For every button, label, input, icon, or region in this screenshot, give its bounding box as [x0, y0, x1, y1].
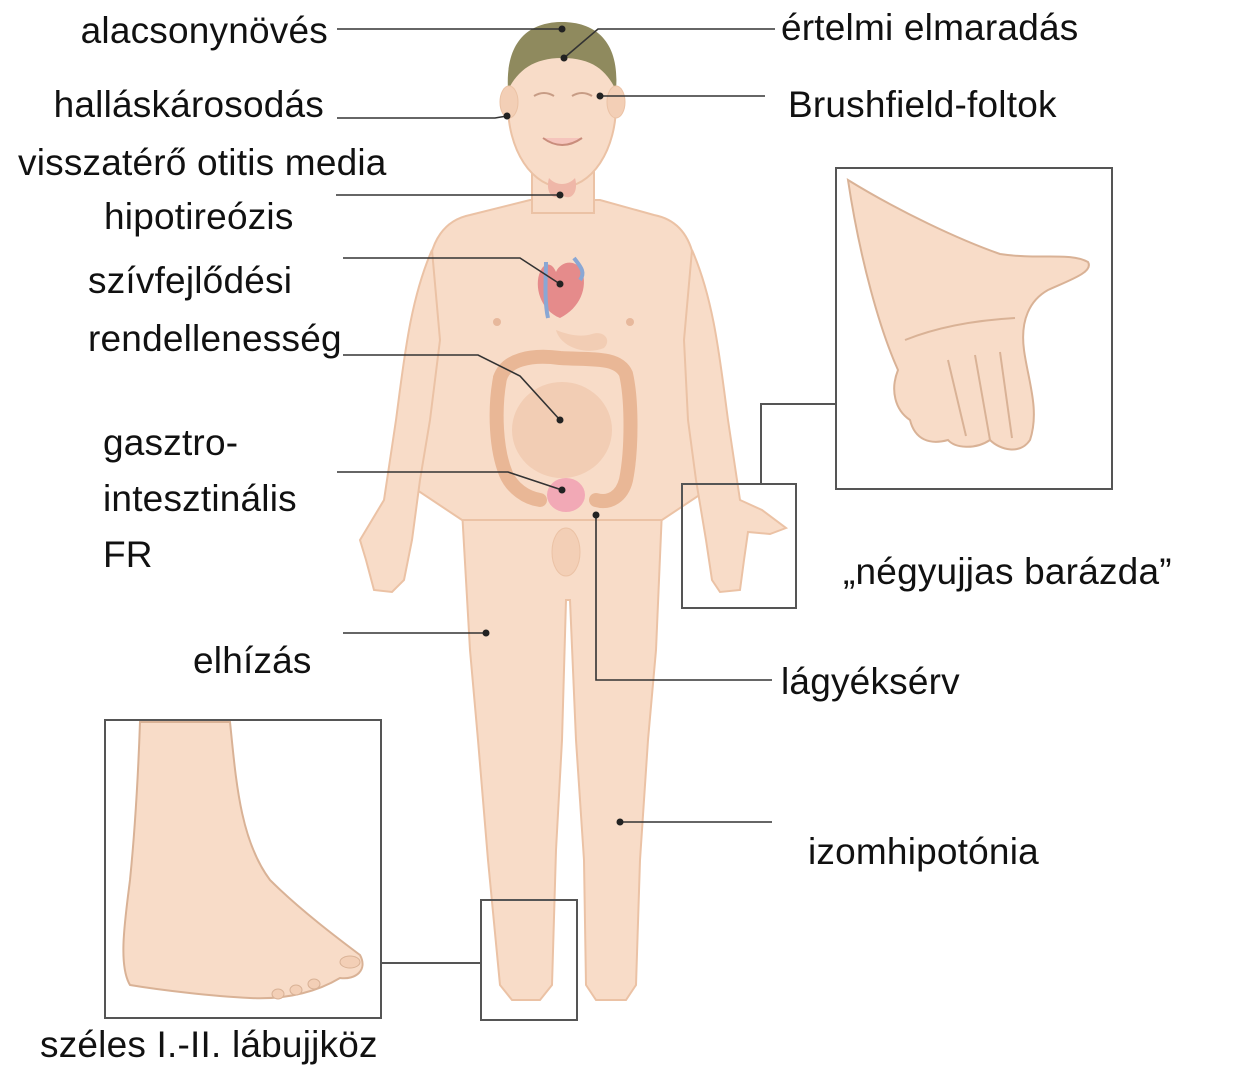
- toe-nail: [272, 989, 284, 999]
- leader-line: [337, 116, 507, 118]
- label-heart-defect-line2: rendellenesség: [88, 317, 342, 361]
- label-short-stature: alacsonynövés: [81, 9, 328, 53]
- right-arm: [360, 250, 440, 592]
- label-palmar-crease: „négyujjas barázda”: [843, 550, 1172, 594]
- label-obesity: elhízás: [193, 639, 312, 683]
- label-gi-line1: gasztro-: [103, 421, 297, 465]
- hand-connector-line: [761, 404, 836, 484]
- left-ear: [607, 86, 625, 118]
- label-gi-line2: intesztinális: [103, 477, 297, 521]
- label-brushfield-spots: Brushfield-foltok: [788, 83, 1057, 127]
- label-gi-line3: FR: [103, 533, 297, 577]
- left-arm: [684, 250, 786, 592]
- leader-dot: [504, 113, 511, 120]
- nipple: [626, 318, 634, 326]
- label-intellectual-disability: értelmi elmaradás: [781, 6, 1078, 50]
- label-inguinal-hernia: lágyéksérv: [781, 660, 960, 704]
- label-otitis-media: visszatérő otitis media: [18, 141, 387, 185]
- leader-dot: [597, 93, 604, 100]
- leader-dot: [557, 417, 564, 424]
- label-heart-defect-line1: szívfejlődési: [88, 259, 342, 303]
- label-sandal-gap: széles I.-II. lábujjköz: [40, 1023, 378, 1067]
- leader-dot: [483, 630, 490, 637]
- toe-nail: [290, 985, 302, 995]
- label-hypothyroidism: hipotireózis: [104, 195, 294, 239]
- leader-dot: [617, 819, 624, 826]
- label-heart-defect: szívfejlődési rendellenesség: [88, 259, 342, 361]
- legs: [462, 510, 662, 1000]
- nipple: [493, 318, 501, 326]
- leader-dot: [559, 487, 566, 494]
- small-intestine: [512, 382, 612, 478]
- label-gastrointestinal: gasztro- intesztinális FR: [103, 421, 297, 577]
- label-muscle-hypotonia: izomhipotónia: [808, 830, 1039, 874]
- leader-dot: [557, 192, 564, 199]
- leader-dot: [561, 55, 568, 62]
- leader-dot: [559, 26, 566, 33]
- label-hearing-loss: halláskárosodás: [54, 83, 324, 127]
- genitals: [552, 528, 580, 576]
- leader-dot: [557, 281, 564, 288]
- toe-nail: [308, 979, 320, 989]
- leader-dot: [593, 512, 600, 519]
- human-figure: [360, 22, 786, 1000]
- bladder: [547, 478, 585, 512]
- big-toe-nail: [340, 956, 360, 968]
